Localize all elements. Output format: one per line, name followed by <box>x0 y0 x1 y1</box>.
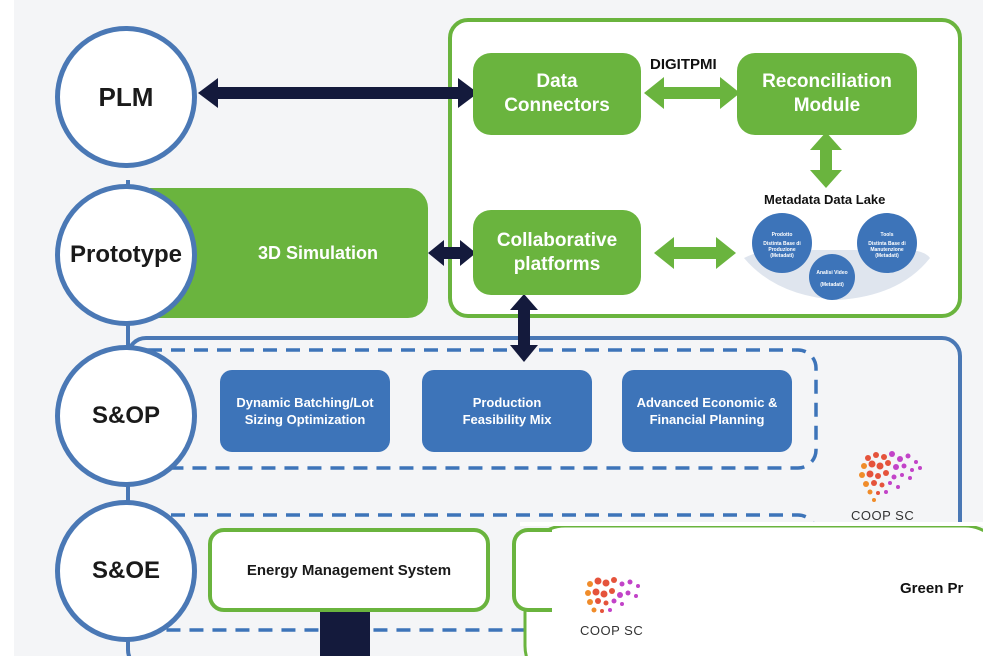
energy-management-box: Energy Management System <box>208 528 490 612</box>
data-lake-label: Metadata Data Lake <box>764 192 886 207</box>
plm-node: PLM <box>55 26 197 168</box>
lake-prodotto-text: Prodotto Distinta Base di Produzione (Me… <box>756 232 808 259</box>
lake-tools-title: Tools <box>880 232 894 238</box>
sop-node: S&OP <box>55 345 197 487</box>
soe-node: S&OE <box>55 500 197 642</box>
lake-circle-video <box>809 254 855 300</box>
coop-logo-mark <box>859 451 922 502</box>
production-feasibility-box: Production Feasibility Mix <box>422 370 592 452</box>
economic-planning-box: Advanced Economic & Financial Planning <box>622 370 792 452</box>
lake-circle-tools <box>857 213 917 273</box>
energy-connector-block <box>320 610 370 656</box>
digitpmi-arrow <box>644 77 740 109</box>
lake-tools-sub: Distinta Base di Manutenzione (Metadati) <box>868 241 906 259</box>
lake-prodotto-sub: Distinta Base di Produzione (Metadati) <box>763 241 801 259</box>
coop-logo-text: COOP SC <box>851 508 915 523</box>
partial-green-box <box>512 528 552 612</box>
collaborative-lake-arrow <box>654 237 736 269</box>
collaborative-sop-arrow <box>510 294 538 362</box>
prototype-node: Prototype <box>55 184 197 326</box>
lake-circle-prodotto <box>752 213 812 273</box>
dynamic-batching-box: Dynamic Batching/Lot Sizing Optimization <box>220 370 390 452</box>
lake-video-title: Analisi Video <box>816 270 848 276</box>
lake-tools-text: Tools Distinta Base di Manutenzione (Met… <box>861 232 913 259</box>
plm-arrow <box>198 78 478 108</box>
lake-video-text: Analisi Video (Metadati) <box>812 270 852 288</box>
collaborative-platforms-box: Collaborative platforms <box>473 210 641 295</box>
lake-prodotto-title: Prodotto <box>771 232 793 238</box>
data-connectors-box: Data Connectors <box>473 53 641 135</box>
reconciliation-module-box: Reconciliation Module <box>737 53 917 135</box>
reconciliation-lake-arrow <box>810 132 842 188</box>
overlay-logo-mark <box>585 577 640 613</box>
lake-video-sub: (Metadati) <box>820 282 844 288</box>
simulation-arrow <box>428 240 476 266</box>
digitpmi-label: DIGITPMI <box>650 56 717 73</box>
